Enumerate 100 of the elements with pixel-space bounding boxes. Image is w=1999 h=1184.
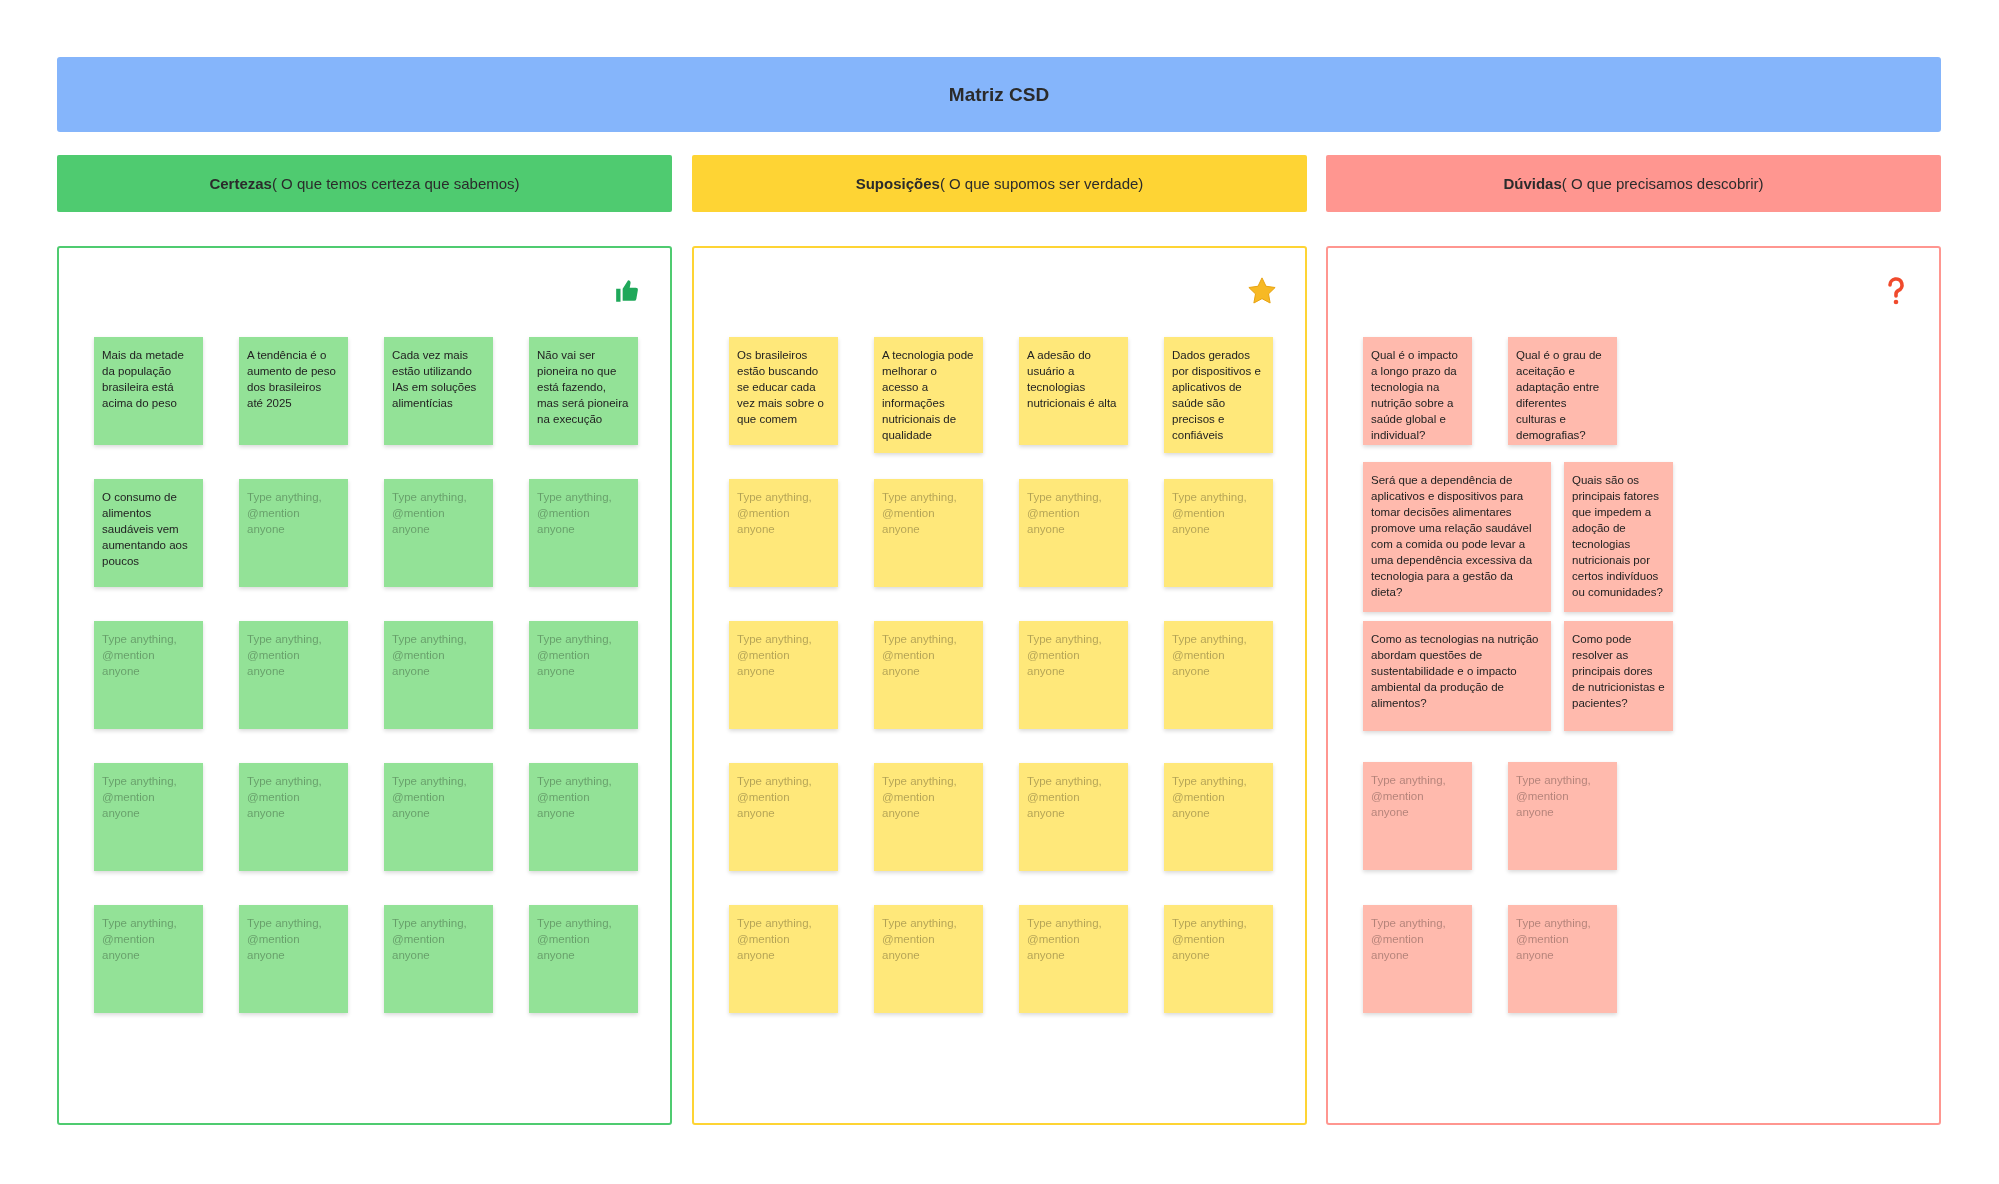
- column-header-band: [57, 155, 672, 212]
- sticky-note: [1164, 337, 1273, 453]
- note-text: Como as tecnologias na nutrição abordam questões de sustentabilidade e o impacto ambiental da produção de alimentos?: [1371, 633, 1539, 709]
- note-text: Type anything, @mention anyone: [737, 917, 812, 961]
- sticky-note: [94, 337, 203, 445]
- sticky-note: [1019, 337, 1128, 445]
- column-panel: [692, 246, 1307, 1125]
- note-text: Dados gerados por dispositivos e aplicativos de saúde são precisos e confiáveis: [1172, 349, 1261, 441]
- note-text: Type anything, @mention anyone: [1027, 775, 1102, 819]
- sticky-note: [239, 905, 348, 1013]
- note-text: Type anything, @mention anyone: [102, 775, 177, 819]
- note-text: Como pode resolver as principais dores de nutricionistas e pacientes?: [1572, 633, 1665, 709]
- column-heading: Dúvidas( O que precisamos descobrir): [1503, 175, 1764, 192]
- sticky-note: [94, 763, 203, 871]
- note-text: Type anything, @mention anyone: [537, 633, 612, 677]
- sticky-note: [1363, 462, 1551, 612]
- note-text: Type anything, @mention anyone: [537, 917, 612, 961]
- sticky-note: [529, 337, 638, 445]
- sticky-note: [1019, 763, 1128, 871]
- note-text: Type anything, @mention anyone: [1172, 633, 1247, 677]
- sticky-note: [384, 337, 493, 445]
- note-text: O consumo de alimentos saudáveis vem aumentando aos poucos: [102, 491, 188, 567]
- note-text: Type anything, @mention anyone: [1027, 917, 1102, 961]
- note-text: Type anything, @mention anyone: [882, 633, 957, 677]
- sticky-note: [874, 905, 983, 1013]
- note-text: Type anything, @mention anyone: [247, 633, 322, 677]
- note-text: Type anything, @mention anyone: [1516, 774, 1591, 818]
- note-text: Type anything, @mention anyone: [247, 917, 322, 961]
- note-text: Type anything, @mention anyone: [1516, 917, 1591, 961]
- note-text: Type anything, @mention anyone: [247, 491, 322, 535]
- note-text: A tendência é o aumento de peso dos brasileiros até 2025: [247, 349, 336, 409]
- sticky-note: [729, 479, 838, 587]
- sticky-note: [1164, 621, 1273, 729]
- sticky-note: [729, 337, 838, 445]
- note-text: Type anything, @mention anyone: [247, 775, 322, 819]
- sticky-note: [874, 479, 983, 587]
- note-text: Qual é o impacto a longo prazo da tecnologia na nutrição sobre a saúde global e individual?: [1371, 349, 1458, 441]
- sticky-note: [1564, 621, 1673, 731]
- note-text: Type anything, @mention anyone: [392, 917, 467, 961]
- note-text: Type anything, @mention anyone: [392, 491, 467, 535]
- note-text: Type anything, @mention anyone: [882, 775, 957, 819]
- sticky-note: [529, 763, 638, 871]
- sticky-note: [239, 621, 348, 729]
- sticky-note: [874, 337, 983, 453]
- column-heading: Certezas( O que temos certeza que sabemos): [209, 175, 520, 192]
- sticky-note: [529, 479, 638, 587]
- sticky-note: [384, 905, 493, 1013]
- sticky-note: [1019, 621, 1128, 729]
- note-text: A tecnologia pode melhorar o acesso a informações nutricionais de qualidade: [882, 349, 974, 441]
- note-text: Cada vez mais estão utilizando IAs em soluções alimentícias: [392, 349, 477, 409]
- note-text: Type anything, @mention anyone: [882, 917, 957, 961]
- note-text: A adesão do usuário a tecnologias nutricionais é alta: [1027, 349, 1117, 409]
- column-panel: [57, 246, 672, 1125]
- note-text: Type anything, @mention anyone: [1172, 775, 1247, 819]
- sticky-note: [1508, 905, 1617, 1013]
- sticky-note: [239, 479, 348, 587]
- sticky-note: [529, 905, 638, 1013]
- sticky-note: [1363, 905, 1472, 1013]
- note-text: Os brasileiros estão buscando se educar cada vez mais sobre o que comem: [737, 349, 824, 425]
- column-panel: [1326, 246, 1941, 1125]
- sticky-note: [384, 763, 493, 871]
- note-text: Type anything, @mention anyone: [1172, 917, 1247, 961]
- sticky-note: [1019, 905, 1128, 1013]
- sticky-note: [1508, 762, 1617, 870]
- sticky-note: [1363, 621, 1551, 731]
- sticky-note: [1164, 479, 1273, 587]
- note-text: Type anything, @mention anyone: [1027, 633, 1102, 677]
- sticky-note: [729, 905, 838, 1013]
- sticky-note: [239, 337, 348, 445]
- note-text: Type anything, @mention anyone: [537, 775, 612, 819]
- note-text: Type anything, @mention anyone: [882, 491, 957, 535]
- sticky-note: [1019, 479, 1128, 587]
- sticky-note: [729, 763, 838, 871]
- column-header-band: [1326, 155, 1941, 212]
- sticky-note: [1564, 462, 1673, 612]
- note-text: Type anything, @mention anyone: [392, 633, 467, 677]
- sticky-note: [94, 905, 203, 1013]
- sticky-note: [384, 621, 493, 729]
- note-text: Type anything, @mention anyone: [737, 633, 812, 677]
- sticky-note: [1508, 337, 1617, 445]
- note-text: Type anything, @mention anyone: [537, 491, 612, 535]
- sticky-note: [729, 621, 838, 729]
- sticky-note: [1164, 905, 1273, 1013]
- note-text: Type anything, @mention anyone: [1172, 491, 1247, 535]
- note-text: Type anything, @mention anyone: [392, 775, 467, 819]
- title-banner: Matriz CSD: [57, 57, 1941, 132]
- sticky-note: [1363, 762, 1472, 870]
- note-text: Type anything, @mention anyone: [737, 491, 812, 535]
- sticky-note: [384, 479, 493, 587]
- column-header-band: [692, 155, 1307, 212]
- sticky-note: [874, 621, 983, 729]
- note-text: Quais são os principais fatores que impedem a adoção de tecnologias nutricionais por certos indivíduos ou comunidades?: [1572, 474, 1663, 598]
- sticky-note: [1363, 337, 1472, 445]
- sticky-note: [529, 621, 638, 729]
- note-text: Qual é o grau de aceitação e adaptação entre diferentes culturas e demografias?: [1516, 349, 1602, 441]
- note-text: Mais da metade da população brasileira está acima do peso: [102, 349, 184, 409]
- note-text: Type anything, @mention anyone: [1371, 774, 1446, 818]
- note-text: Será que a dependência de aplicativos e dispositivos para tomar decisões alimentares promove uma relação saudável com a comida ou pode levar a uma dependência excessiva da tecnologia para a gestão da dieta?: [1371, 474, 1533, 598]
- sticky-note: [94, 479, 203, 587]
- note-text: Não vai ser pioneira no que está fazendo, mas será pioneira na execução: [537, 349, 629, 425]
